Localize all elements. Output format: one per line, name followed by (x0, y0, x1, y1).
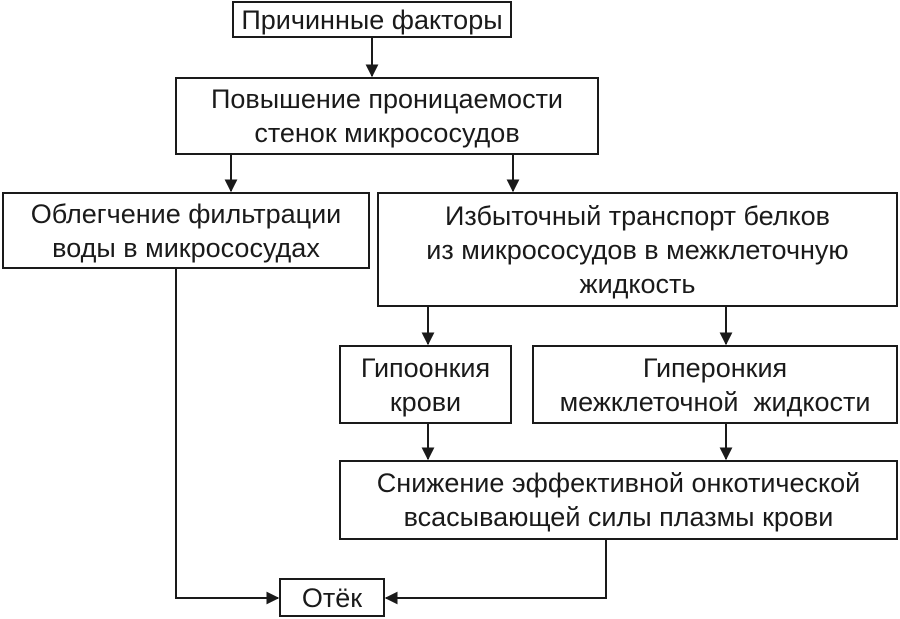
oncotic-force-text-line-1: Снижение эффективной онкотической (376, 468, 861, 498)
protein-transport-text-line-2: из микрососудов в межклеточную (426, 234, 849, 265)
protein-transport-text-line-1: Избыточный транспорт белков (444, 200, 831, 231)
causes-box: Причинные факторы (232, 1, 512, 38)
edema-box: Отёк (279, 578, 385, 617)
hypooncia-box: Гипоонкия крови (339, 345, 512, 424)
filtration-text-line-2: воды в микрососудах (52, 232, 320, 263)
permeability-text-line-1: Повышение проницаемости (210, 84, 564, 114)
protein-transport-text-line-3: жидкость (579, 268, 696, 299)
hypooncia-text-line-2: крови (389, 386, 462, 417)
protein-transport-box: Избыточный транспорт белков из микрососу… (377, 192, 898, 307)
hyperoncia-text-line-2: межклеточной жидкости (559, 386, 871, 417)
hyperoncia-box: Гиперонкия межклеточной жидкости (532, 345, 898, 424)
permeability-text-line-2: стенок микрососудов (254, 118, 520, 148)
causes-text: Причинные факторы (241, 4, 503, 35)
filtration-text-line-1: Облегчение фильтрации (30, 198, 342, 229)
edema-text: Отёк (301, 582, 363, 613)
hypooncia-text-line-1: Гипоонкия (360, 352, 491, 383)
arrow-filtration-to-edema (175, 268, 280, 605)
permeability-box: Повышение проницаемости стенок микрососу… (175, 77, 599, 155)
filtration-box: Облегчение фильтрации воды в микрососуда… (2, 192, 370, 269)
arrow-oncotic-force-to-edema (384, 540, 607, 605)
oncotic-force-text-line-2: всасывающей силы плазмы крови (403, 502, 834, 532)
hyperoncia-text-line-1: Гиперонкия (642, 352, 788, 383)
oncotic-force-box: Снижение эффективной онкотической всасыв… (339, 460, 898, 540)
